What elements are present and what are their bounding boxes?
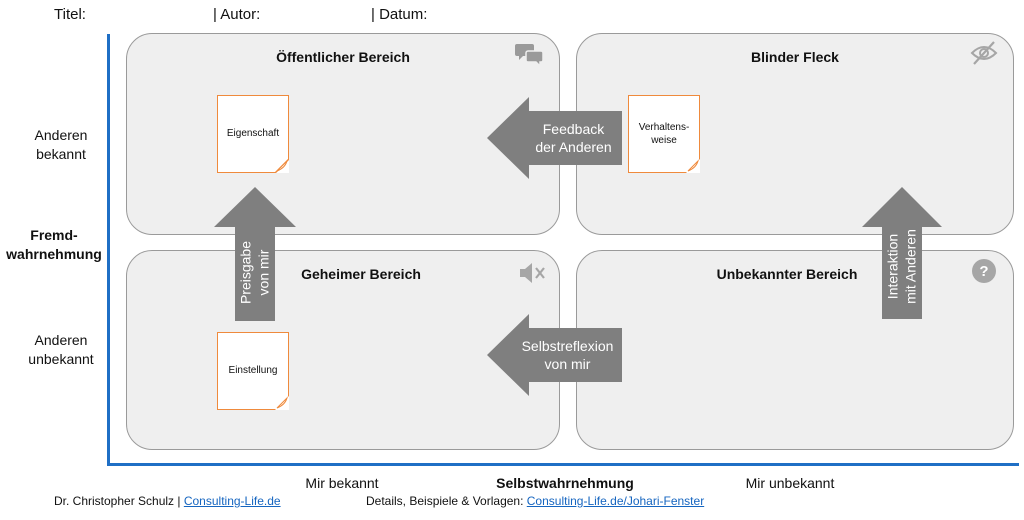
interaction-arrow-label: Interaktion mit Anderen — [884, 229, 919, 304]
footer-author: Dr. Christopher Schulz | Consulting-Life… — [54, 494, 281, 508]
y-axis-title: Fremd- wahrnehmung — [6, 227, 102, 262]
disclosure-arrow: Preisgabe von mir — [214, 187, 296, 321]
chat-bubbles-icon — [515, 40, 545, 68]
note-eigenschaft: Eigenschaft — [217, 95, 289, 173]
note-einstellung-text: Einstellung — [228, 365, 278, 377]
note-verhaltensweise-text: Verhaltens- weise — [638, 121, 690, 147]
x-label-unknown: Mir unbekannt — [745, 475, 835, 491]
footer-details-link[interactable]: Consulting-Life.de/Johari-Fenster — [526, 494, 705, 508]
interaction-arrow: Interaktion mit Anderen — [862, 187, 942, 319]
author-label: | Autor: — [213, 6, 261, 23]
x-axis-line — [107, 463, 1019, 466]
footer-author-link[interactable]: Consulting-Life.de — [183, 494, 281, 508]
quadrant-public: Öffentlicher Bereich Eigenschaft — [126, 33, 560, 235]
quadrant-blind-spot: Blinder Fleck Verhaltens- weise — [576, 33, 1014, 235]
svg-text:?: ? — [979, 263, 988, 280]
title-label: Titel: — [54, 6, 86, 23]
quadrant-unknown: Unbekannter Bereich ? — [576, 250, 1014, 450]
note-einstellung: Einstellung — [217, 332, 289, 410]
quadrant-unknown-title: Unbekannter Bereich — [716, 266, 858, 282]
footer-author-text: Dr. Christopher Schulz | — [54, 494, 184, 508]
quadrant-hidden: Geheimer Bereich Einstellung — [126, 250, 560, 450]
question-circle-icon: ? — [969, 257, 999, 285]
x-label-known: Mir bekannt — [305, 475, 379, 491]
feedback-arrow-label: Feedback der Anderen — [535, 121, 612, 155]
eye-slash-icon — [969, 39, 999, 67]
y-label-unknown: Anderen unbekannt — [28, 332, 94, 367]
y-label-known: Anderen bekannt — [34, 127, 88, 162]
x-axis-title: Selbstwahrnehmung — [496, 475, 634, 491]
speaker-mute-icon — [517, 259, 547, 287]
feedback-arrow: Feedback der Anderen — [487, 97, 622, 179]
y-axis-line — [107, 34, 110, 466]
quadrant-public-title: Öffentlicher Bereich — [276, 49, 410, 65]
quadrant-hidden-title: Geheimer Bereich — [301, 266, 421, 282]
quadrant-blind-title: Blinder Fleck — [751, 49, 839, 65]
footer-details: Details, Beispiele & Vorlagen: Consultin… — [366, 494, 704, 508]
date-label: | Datum: — [371, 6, 428, 23]
footer-details-text: Details, Beispiele & Vorlagen: — [366, 494, 527, 508]
self-reflection-arrow-label: Selbstreflexion von mir — [521, 338, 614, 372]
self-reflection-arrow: Selbstreflexion von mir — [487, 314, 622, 396]
note-eigenschaft-text: Eigenschaft — [226, 128, 280, 140]
disclosure-arrow-label: Preisgabe von mir — [237, 240, 272, 305]
note-verhaltensweise: Verhaltens- weise — [628, 95, 700, 173]
